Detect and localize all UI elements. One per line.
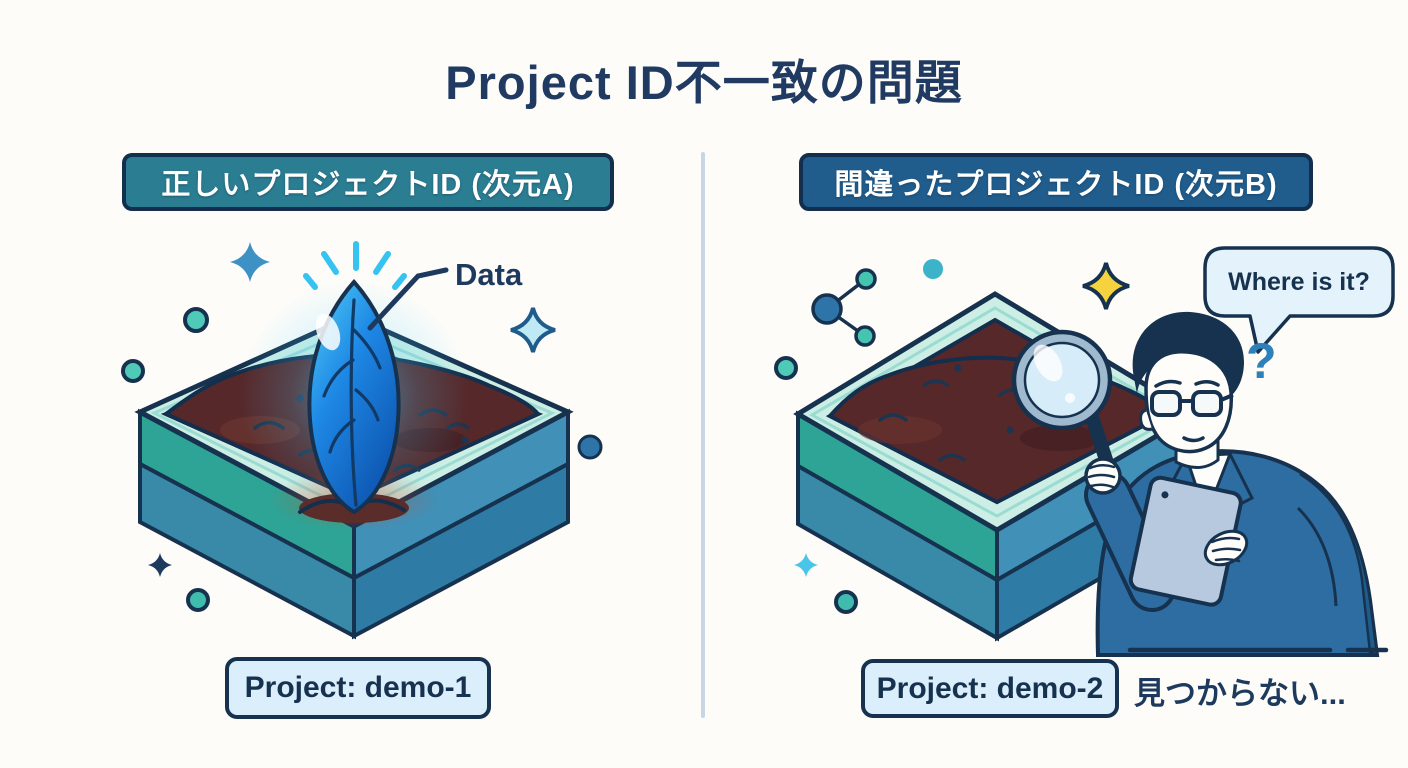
magnifier-icon <box>1011 329 1119 485</box>
hand-gripping <box>1084 457 1122 495</box>
question-mark: ? <box>1246 333 1277 389</box>
speech-bubble-text: Where is it? <box>1228 267 1370 296</box>
page-title: Project ID不一致の問題 <box>445 56 963 109</box>
not-found-text: 見つからない... <box>1134 676 1346 711</box>
dot-icon <box>577 434 603 460</box>
molecule-icon <box>811 268 877 347</box>
project-id-label-left: Project: demo-1 <box>225 657 491 719</box>
leaf-veins <box>322 298 382 507</box>
frown-mouth <box>1182 436 1205 443</box>
right-panel-header: 間違ったプロジェクトID (次元B) <box>799 153 1313 211</box>
speech-bubble <box>1203 246 1395 354</box>
hair <box>1132 311 1244 397</box>
dot-icon <box>186 588 210 612</box>
panel-divider <box>701 152 705 718</box>
data-callout-line <box>367 267 449 331</box>
dot-icon <box>774 356 798 380</box>
data-leaf-icon <box>239 241 469 530</box>
hand-on-tablet <box>1203 529 1249 567</box>
eyebrow <box>1194 380 1220 387</box>
glasses-icon <box>1150 390 1234 417</box>
person-illustration <box>1084 311 1389 658</box>
sparkle-rays <box>303 241 407 290</box>
dot-icon <box>183 307 209 333</box>
left-decor-sparkles <box>121 242 603 612</box>
ear <box>1139 408 1153 431</box>
data-callout-label: Data <box>455 257 523 292</box>
dot-icon <box>834 590 858 614</box>
right-decor-sparkles <box>774 259 1129 614</box>
left-panel-header: 正しいプロジェクトID (次元A) <box>122 153 614 211</box>
dot-icon <box>121 359 145 383</box>
project-id-label-right: Project: demo-2 <box>861 659 1119 718</box>
dot-icon <box>923 259 943 279</box>
eyebrow <box>1154 379 1182 388</box>
